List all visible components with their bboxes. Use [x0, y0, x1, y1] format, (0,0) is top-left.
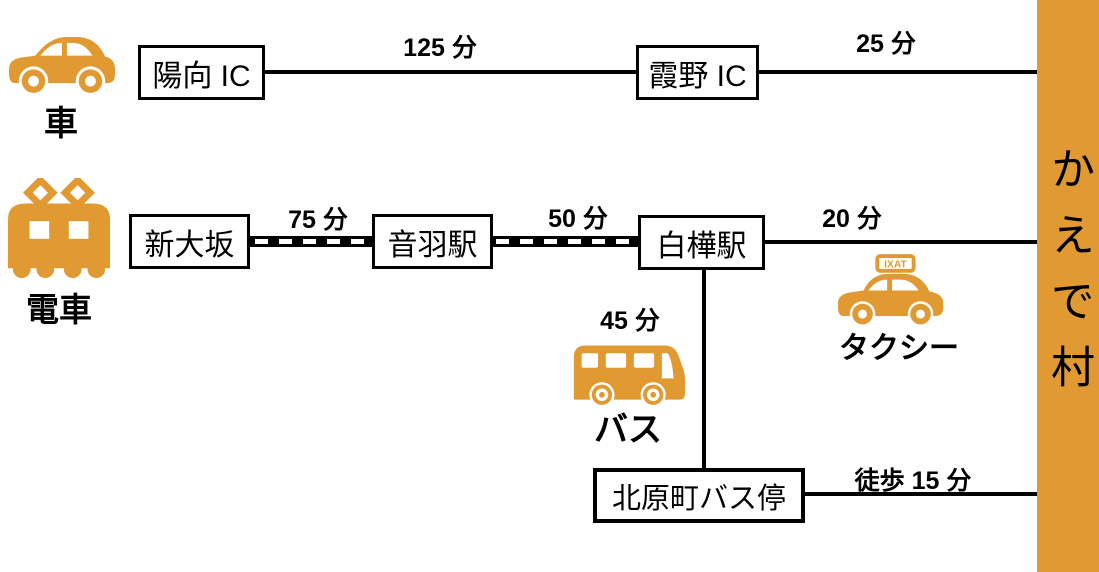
train-icon — [4, 175, 114, 282]
route-line-taxi — [765, 240, 1039, 244]
node-otowa-station: 音羽駅 — [372, 214, 493, 269]
route-line-walk — [805, 492, 1039, 496]
bus-label: バス — [594, 411, 662, 449]
node-label: 北原町バス停 — [611, 482, 786, 515]
taxi-sign-text: IXAT — [884, 259, 907, 270]
mode-label-train: 電車 — [26, 291, 92, 328]
node-label: 霞野 IC — [648, 59, 747, 93]
duration-walk: 徒歩 15 分 — [854, 467, 972, 495]
destination-bar: かえで村 — [1037, 0, 1099, 572]
duration-car-2: 25 分 — [856, 30, 916, 58]
destination-label: かえで村 — [1044, 146, 1093, 410]
branch-line-bus — [702, 269, 706, 468]
node-shirakaba-station: 白樺駅 — [638, 215, 765, 270]
route-line-car-1 — [265, 70, 636, 74]
bus-icon — [570, 339, 688, 408]
duration-train-2: 50 分 — [548, 205, 608, 233]
duration-taxi: 20 分 — [822, 205, 882, 233]
node-kitahara-bus-stop: 北原町バス停 — [593, 468, 805, 523]
node-label: 音羽駅 — [387, 228, 478, 262]
node-shin-osaka: 新大坂 — [129, 214, 250, 269]
node-kasumino-ic: 霞野 IC — [636, 45, 759, 100]
node-hyuga-ic: 陽向 IC — [138, 45, 265, 100]
car-icon — [8, 28, 116, 96]
taxi-icon: IXAT — [836, 253, 952, 327]
railway-line-1 — [250, 236, 374, 247]
mode-label-car: 車 — [44, 105, 78, 143]
duration-bus: 45 分 — [600, 307, 660, 335]
duration-car-1: 125 分 — [403, 34, 477, 62]
node-label: 陽向 IC — [152, 59, 251, 93]
node-label: 白樺駅 — [656, 229, 747, 263]
duration-train-1: 75 分 — [288, 206, 348, 234]
taxi-label: タクシー — [839, 332, 959, 365]
railway-line-2 — [491, 236, 640, 247]
node-label: 新大坂 — [144, 228, 235, 262]
route-line-car-2 — [759, 70, 1039, 74]
